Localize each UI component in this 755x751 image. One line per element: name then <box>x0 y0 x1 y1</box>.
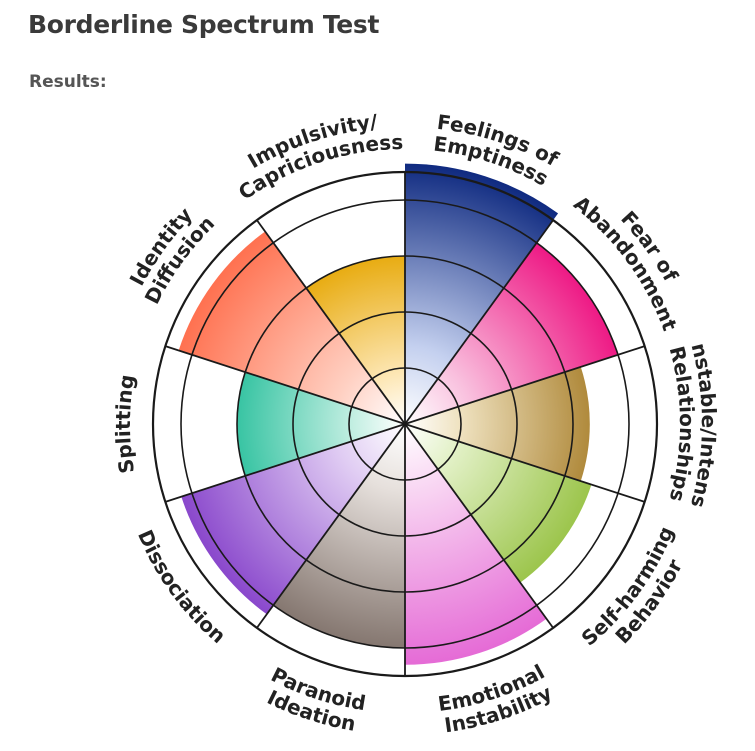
spoke-2 <box>404 345 645 425</box>
spoke-8 <box>165 345 406 425</box>
category-label: Splitting <box>111 373 139 475</box>
results-label: Results: <box>29 72 107 92</box>
segment-impulsivity-capriciousness <box>306 256 405 424</box>
segment-dissociation <box>181 424 405 615</box>
segment-self-harming-behavior <box>405 424 592 583</box>
segment-emotional-instability <box>405 424 547 665</box>
segment-splitting <box>236 372 405 476</box>
segment-feelings-of-emptiness <box>405 163 559 424</box>
spoke-4 <box>404 423 554 629</box>
segment-paranoid-ideation <box>273 424 405 648</box>
spoke-1 <box>404 219 554 425</box>
segment-fear-of-abandonment <box>405 242 619 424</box>
segment-unstable-intense-relationships <box>405 366 590 482</box>
spoke-3 <box>404 423 645 503</box>
page-title: Borderline Spectrum Test <box>28 10 380 39</box>
segment-identity-diffusion <box>178 231 405 424</box>
spoke-6 <box>256 423 406 629</box>
spoke-9 <box>256 219 406 425</box>
spoke-7 <box>165 423 406 503</box>
